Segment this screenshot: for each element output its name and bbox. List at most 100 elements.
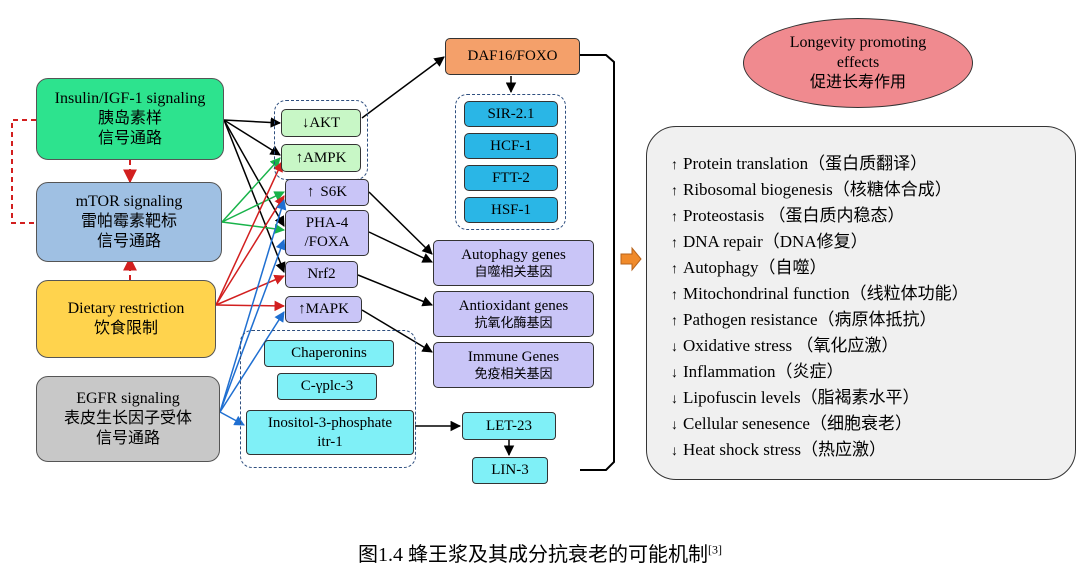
up-arrow-icon: ↑: [671, 288, 678, 303]
insulin-label-zh: 胰岛素样: [97, 110, 162, 127]
let23-label: LET-23: [485, 417, 533, 434]
antioxidant-genes-box: Antioxidant genes 抗氧化酶基因: [433, 291, 594, 337]
akt-box: ↓ AKT: [281, 109, 361, 137]
hsf1-label: HSF-1: [490, 201, 531, 218]
longevity-label-2: effects: [836, 54, 880, 71]
effect-item: ↓Cellular senesence（细胞衰老）: [671, 409, 912, 434]
down-arrow-icon: ↓: [671, 392, 678, 407]
nrf2-box: Nrf2: [285, 261, 358, 288]
pha4-foxa-box: PHA-4 /FOXA: [285, 210, 369, 256]
effect-item: ↓ Heat shock stress（热应激）: [671, 435, 886, 460]
effect-text: Inflammation（炎症）: [683, 362, 844, 381]
effect-text: Protein translation（蛋白质翻译）: [683, 154, 928, 173]
c-gplc3-box: C-γplc-3: [277, 373, 377, 400]
s6k-box: ↑ S6K: [285, 179, 369, 206]
effect-text: Oxidative stress （氧化应激）: [683, 336, 899, 355]
effects-panel: ↑ Protein translation（蛋白质翻译） ↑ Ribosomal bi…: [646, 126, 1076, 480]
egfr-label-zh: 表皮生长因子受体: [63, 410, 192, 427]
effect-item: ↑ Autophagy（自噬）: [671, 253, 827, 278]
hsf1-box: HSF-1: [464, 197, 558, 223]
ftt2-box: FTT-2: [464, 165, 558, 191]
effect-text: Ribosomal biogenesis（核糖体合成）: [683, 180, 952, 199]
autophagy-genes-label-zh: 自噬相关基因: [474, 264, 553, 280]
sir21-box: SIR-2.1: [464, 101, 558, 127]
antioxidant-genes-label: Antioxidant genes: [458, 297, 569, 314]
result-arrow-icon: [620, 246, 642, 272]
mtor-box: mTOR signaling 雷帕霉素靶标 信号通路: [36, 182, 222, 262]
autophagy-genes-box: Autophagy genes 自噬相关基因: [433, 240, 594, 286]
up-arrow-icon: ↑: [298, 301, 306, 318]
longevity-label-zh: 促进长寿作用: [809, 74, 906, 91]
figure-caption: 图1.4 蜂王浆及其成分抗衰老的可能机制[3]: [0, 538, 1080, 567]
effect-item: ↓ Oxidative stress （氧化应激）: [671, 331, 898, 356]
ampk-box: ↑ AMPK: [281, 144, 361, 172]
up-arrow-icon: ↑: [671, 262, 678, 277]
down-arrow-icon: ↓: [671, 340, 678, 355]
longevity-ellipse: Longevity promoting effects 促进长寿作用: [743, 18, 973, 108]
effect-item: ↑ Protein translation（蛋白质翻译）: [671, 149, 927, 174]
effect-text: Heat shock stress（热应激）: [683, 440, 887, 459]
mtor-label-zh: 雷帕霉素靶标: [80, 213, 177, 230]
mtor-label-zh2: 信号通路: [96, 233, 161, 250]
chaperonins-label: Chaperonins: [291, 345, 367, 362]
antioxidant-genes-label-zh: 抗氧化酶基因: [474, 315, 553, 331]
egfr-box: EGFR signaling 表皮生长因子受体 信号通路: [36, 376, 220, 462]
chaperonins-box: Chaperonins: [264, 340, 394, 367]
nrf2-label: Nrf2: [307, 266, 336, 283]
foxa-label: /FOXA: [304, 234, 350, 250]
up-arrow-icon: ↑: [671, 236, 678, 251]
down-arrow-icon: ↓: [301, 114, 310, 131]
hcf1-label: HCF-1: [490, 137, 532, 154]
effect-text: DNA repair（DNA修复）: [683, 232, 868, 251]
dietary-restriction-box: Dietary restriction 饮食限制: [36, 280, 216, 358]
dietary-label: Dietary restriction: [67, 300, 185, 317]
up-arrow-icon: ↑: [671, 184, 678, 199]
caption-ref: [3]: [708, 542, 722, 557]
effect-text: Mitochondrinal function（线粒体功能）: [683, 284, 969, 303]
daf16-label: DAF16/FOXO: [467, 48, 558, 65]
c-gplc3-label: C-γplc-3: [300, 378, 354, 395]
daf16-foxo-box: DAF16/FOXO: [445, 38, 580, 75]
effect-item: ↓ Inflammation（炎症）: [671, 357, 844, 382]
mapk-box: ↑ MAPK: [285, 296, 362, 323]
down-arrow-icon: ↓: [671, 366, 678, 381]
sir21-label: SIR-2.1: [487, 105, 535, 122]
up-arrow-icon: ↑: [295, 149, 304, 166]
insulin-label: Insulin/IGF-1 signaling: [54, 90, 206, 107]
effect-text: Cellular senesence（细胞衰老）: [683, 414, 912, 433]
immune-genes-box: Immune Genes 免疫相关基因: [433, 342, 594, 388]
ftt2-label: FTT-2: [492, 169, 530, 186]
autophagy-genes-label: Autophagy genes: [461, 246, 566, 263]
inositol-3-phosphate-box: Inositol-3-phosphate itr-1: [246, 410, 414, 455]
effect-item: ↑Proteostasis （蛋白质内稳态）: [671, 201, 904, 226]
effect-text: Lipofuscin levels（脂褐素水平）: [683, 388, 920, 407]
up-arrow-icon: ↑: [306, 184, 315, 201]
effect-text: Pathogen resistance（病原体抵抗）: [683, 310, 937, 329]
s6k-label: S6K: [320, 184, 348, 201]
let23-box: LET-23: [462, 412, 556, 440]
akt-label: AKT: [309, 114, 341, 131]
mtor-label: mTOR signaling: [75, 193, 183, 210]
effect-item: ↑ Ribosomal biogenesis（核糖体合成）: [671, 175, 952, 200]
ampk-label: AMPK: [303, 149, 347, 166]
effect-item: ↑ Pathogen resistance（病原体抵抗）: [671, 305, 937, 330]
pha4-label: PHA-4: [305, 215, 349, 232]
lin3-box: LIN-3: [472, 457, 548, 484]
up-arrow-icon: ↑: [671, 314, 678, 329]
up-arrow-icon: ↑: [671, 158, 678, 173]
immune-genes-label: Immune Genes: [467, 348, 560, 365]
down-arrow-icon: ↓: [671, 444, 678, 459]
insulin-igf1-box: Insulin/IGF-1 signaling 胰岛素样 信号通路: [36, 78, 224, 160]
caption-text: 图1.4 蜂王浆及其成分抗衰老的可能机制: [358, 544, 708, 566]
longevity-label: Longevity promoting: [789, 34, 927, 51]
up-arrow-icon: ↑: [671, 210, 678, 225]
effect-item: ↑ Mitochondrinal function（线粒体功能）: [671, 279, 969, 304]
effect-item: ↑ DNA repair（DNA修复）: [671, 227, 868, 252]
egfr-targets-group: [240, 330, 416, 468]
daf-targets-group: [455, 94, 566, 230]
dietary-label-zh: 饮食限制: [93, 320, 158, 337]
hcf1-box: HCF-1: [464, 133, 558, 159]
itr1-label: itr-1: [317, 433, 343, 450]
effect-text: Autophagy（自噬）: [683, 258, 827, 277]
